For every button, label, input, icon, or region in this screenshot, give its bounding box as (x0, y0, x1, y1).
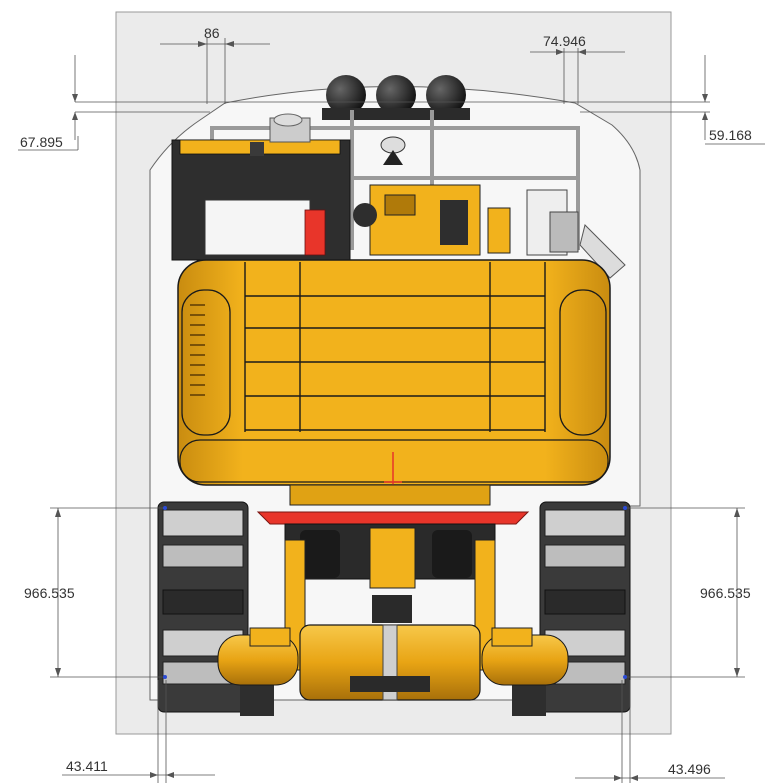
dim-bottom-right-clearance: 43.496 (668, 761, 711, 777)
slew-frame (256, 484, 530, 525)
drum-cylinder (217, 624, 569, 701)
dim-bottom-left-clearance: 43.411 (66, 758, 108, 774)
dim-top-right-width: 74.946 (543, 33, 586, 49)
dim-top-left-width: 86 (204, 25, 220, 41)
machine (157, 75, 631, 716)
dim-left-top-clearance: 67.895 (20, 134, 63, 150)
counterweight-body (177, 259, 611, 492)
right-equipment (526, 189, 626, 279)
operator-cab (171, 113, 351, 261)
dim-right-side-height: 966.535 (700, 585, 751, 601)
beacon-sphere-1 (326, 75, 366, 115)
beacon-spheres (322, 75, 470, 120)
center-machinery (353, 136, 511, 256)
dim-right-top-clearance: 59.168 (709, 127, 752, 143)
dimension-lines (18, 38, 765, 783)
dim-left-side-height: 966.535 (24, 585, 75, 601)
beacon-sphere-3 (426, 75, 466, 115)
beacon-sphere-2 (376, 75, 416, 115)
